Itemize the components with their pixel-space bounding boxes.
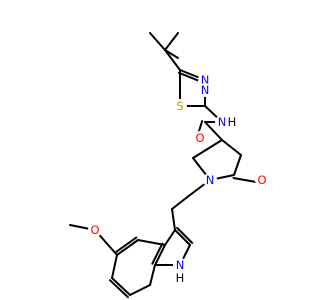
atom-s-thiadiazole: S xyxy=(176,99,183,113)
atom-n-thiadiazole-2: N xyxy=(201,83,210,97)
bond-11 xyxy=(204,121,223,141)
atom-s-thiadiazole-bg xyxy=(173,99,187,113)
atom-n-indole: N xyxy=(176,258,185,272)
atom-h-indole-bg xyxy=(173,271,187,285)
bond-1 xyxy=(164,32,179,51)
atom-o-ketone-bg xyxy=(255,173,269,187)
bond-double-benz-c xyxy=(151,242,164,265)
bond-18 xyxy=(171,194,191,210)
bond-double-indole xyxy=(176,226,194,244)
atom-n-indole-bg xyxy=(173,258,187,272)
atom-n-thiadiazole-1: N xyxy=(201,73,210,87)
bond-29 xyxy=(129,284,151,296)
bond-20 xyxy=(174,229,191,246)
atom-o-methoxy: O xyxy=(90,223,99,237)
atom-n-pyrrolidine: N xyxy=(206,173,215,187)
atom-h-indole: H xyxy=(176,271,185,285)
bond-0 xyxy=(149,32,166,51)
atom-n-thiadiazole-1-bg xyxy=(198,73,212,87)
bond-16 xyxy=(192,139,223,159)
bond-12 xyxy=(221,139,242,156)
atom-n-amide: N xyxy=(218,115,227,129)
bond-group xyxy=(69,32,263,299)
atom-n-pyrrolidine-bg xyxy=(203,173,217,187)
atom-n-amide-bg xyxy=(215,115,229,129)
bond-30 xyxy=(149,264,156,286)
atom-o-methoxy-bg xyxy=(88,223,102,237)
bond-double-benz-b xyxy=(108,279,129,299)
bond-3 xyxy=(164,49,181,71)
atom-h-amide: H xyxy=(228,115,237,129)
bond-19 xyxy=(171,208,176,231)
bond-13 xyxy=(233,154,242,176)
atom-h-amide-bg xyxy=(225,115,239,129)
bond-28 xyxy=(111,277,131,296)
atom-o-amide-bg xyxy=(193,131,207,145)
atom-o-ketone: O xyxy=(257,173,266,187)
bond-26 xyxy=(116,239,139,256)
bond-23 xyxy=(154,244,166,266)
bond-24 xyxy=(164,229,176,246)
atom-o-amide: O xyxy=(195,131,204,145)
bond-25 xyxy=(137,239,166,246)
bond-double-benz-a xyxy=(114,236,138,254)
atom-n-thiadiazole-2-bg xyxy=(198,83,212,97)
bond-27 xyxy=(111,254,118,279)
